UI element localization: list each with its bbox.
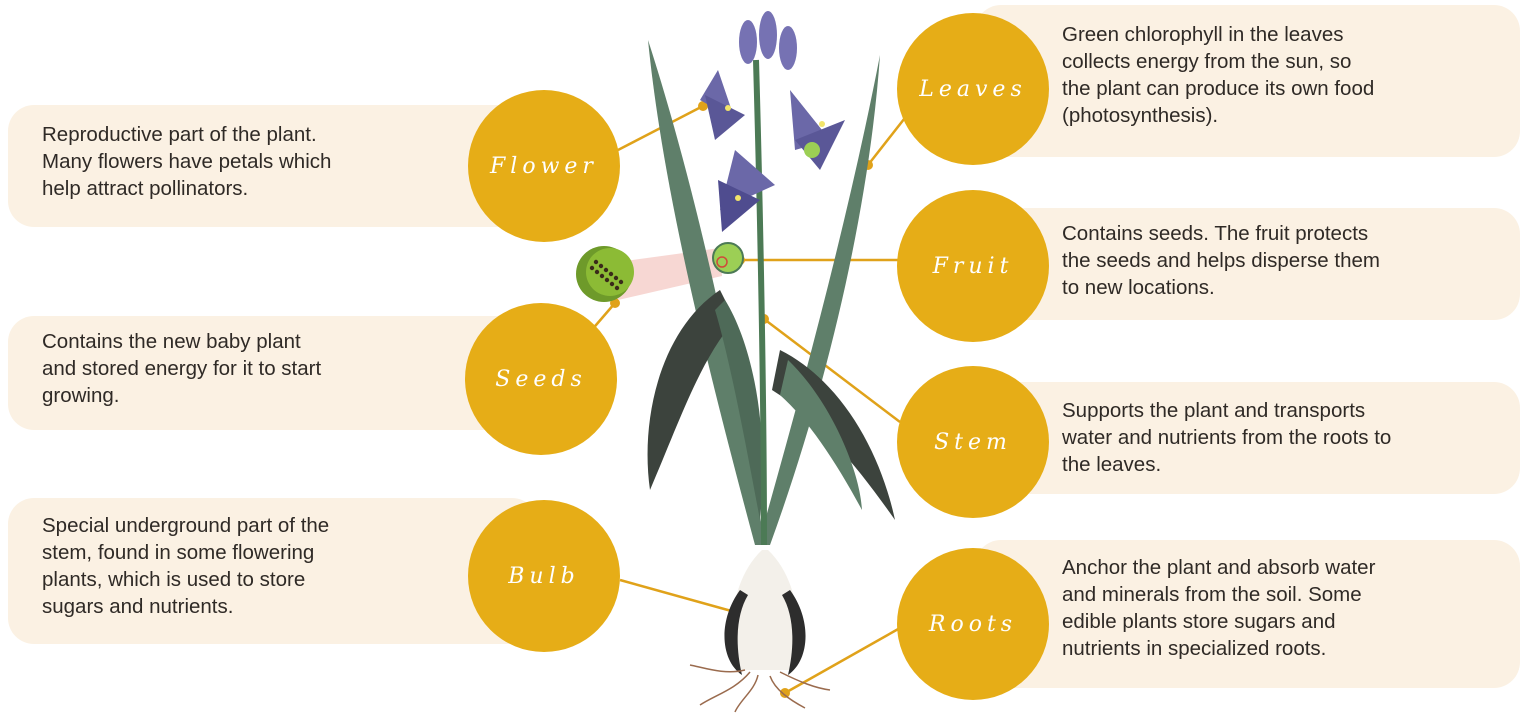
fruit-label-circle: Fruit	[897, 190, 1049, 342]
fruit-label: Fruit	[933, 254, 1014, 279]
leaves-label-circle: Leaves	[897, 13, 1049, 165]
leaves-description: Green chlorophyll in the leaves collects…	[1062, 21, 1374, 129]
seeds-label-circle: Seeds	[465, 303, 617, 455]
flower-label-circle: Flower	[468, 90, 620, 242]
stem-label: Stem	[934, 430, 1012, 455]
stem-description: Supports the plant and transports water …	[1062, 397, 1391, 478]
leaves-label: Leaves	[919, 77, 1026, 102]
bulb-shape	[724, 550, 805, 675]
stem-label-circle: Stem	[897, 366, 1049, 518]
seeds-label: Seeds	[495, 367, 586, 392]
roots-shape	[690, 665, 830, 712]
bulb-label-circle: Bulb	[468, 500, 620, 652]
roots-label-circle: Roots	[897, 548, 1049, 700]
bulb-label: Bulb	[508, 564, 579, 589]
fruit-description: Contains seeds. The fruit protects the s…	[1062, 220, 1380, 301]
seeds-description: Contains the new baby plant and stored e…	[42, 328, 321, 409]
flower-description: Reproductive part of the plant.Many flow…	[42, 121, 331, 202]
roots-label: Roots	[929, 612, 1017, 637]
flower-label: Flower	[490, 154, 598, 179]
fruit-shape	[713, 243, 743, 273]
flower-cluster	[700, 11, 845, 232]
roots-description: Anchor the plant and absorb water and mi…	[1062, 554, 1375, 662]
